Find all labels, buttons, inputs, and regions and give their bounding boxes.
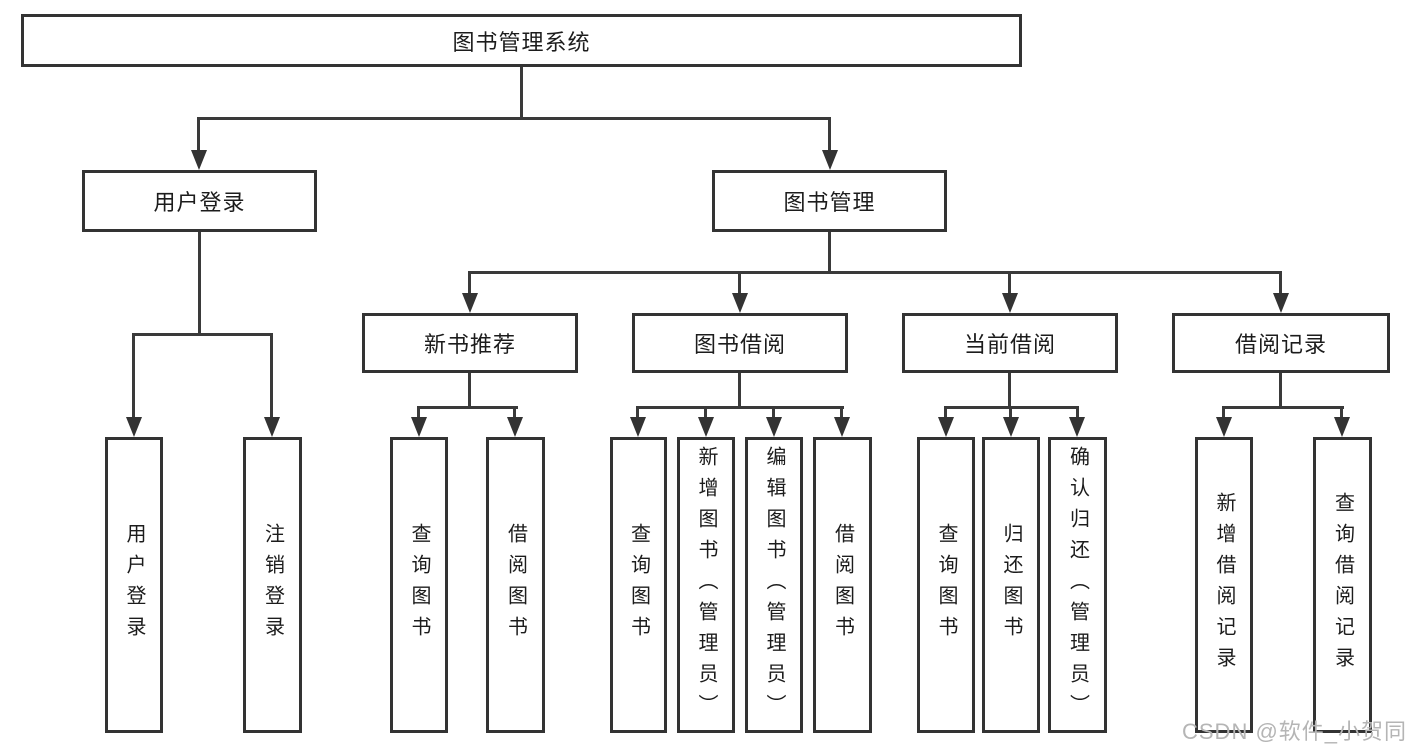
connector-book-management-stem bbox=[828, 232, 831, 273]
connector-drop-book-borrow bbox=[738, 271, 741, 295]
arrowhead-leaf-user-login bbox=[126, 417, 142, 437]
connector-drop-new-book bbox=[468, 271, 471, 295]
leaf-logout: 注销登录 bbox=[243, 437, 302, 733]
leaf-user-login: 用户登录 bbox=[105, 437, 163, 733]
connector-user-login-stem bbox=[198, 232, 201, 336]
connector-drop-borrow-1 bbox=[513, 406, 516, 420]
leaf-borrow-book-1: 借阅图书 bbox=[486, 437, 545, 733]
connector-drop-leaf-logout bbox=[270, 333, 273, 419]
csdn-watermark: CSDN @软件_小贺同学 bbox=[1182, 719, 1405, 744]
connector-drop-leaf-user-login bbox=[132, 333, 135, 419]
arrowhead-borrow-record bbox=[1273, 293, 1289, 313]
node-current-borrow: 当前借阅 bbox=[902, 313, 1118, 373]
leaf-add-book-admin: 新增图书（管理员） bbox=[677, 437, 735, 733]
node-book-borrow: 图书借阅 bbox=[632, 313, 848, 373]
connector-root-branch bbox=[198, 117, 831, 120]
leaf-add-book-admin-label: 新增图书（管理员） bbox=[695, 445, 717, 725]
connector-drop-current-borrow bbox=[1008, 271, 1011, 295]
connector-drop-book-management bbox=[828, 117, 831, 152]
connector-borrow-record-stem bbox=[1279, 373, 1282, 409]
connector-drop-edit-book bbox=[772, 406, 775, 420]
connector-drop-query-1 bbox=[417, 406, 420, 420]
arrowhead-current-borrow bbox=[1002, 293, 1018, 313]
leaf-query-book-3: 查询图书 bbox=[917, 437, 975, 733]
connector-drop-borrow-record bbox=[1279, 271, 1282, 295]
arrowhead-borrow-2 bbox=[834, 417, 850, 437]
leaf-query-book-1: 查询图书 bbox=[390, 437, 448, 733]
connector-book-borrow-branch bbox=[636, 406, 844, 409]
connector-drop-borrow-2 bbox=[840, 406, 843, 420]
arrowhead-book-management bbox=[822, 150, 838, 170]
node-root: 图书管理系统 bbox=[21, 14, 1022, 67]
node-current-borrow-label: 当前借阅 bbox=[963, 332, 1056, 357]
arrowhead-user-login bbox=[191, 150, 207, 170]
connector-current-borrow-stem bbox=[1008, 373, 1011, 409]
arrowhead-query-record bbox=[1334, 417, 1350, 437]
connector-drop-user-login bbox=[197, 117, 200, 152]
connector-new-book-branch bbox=[417, 406, 518, 409]
leaf-query-borrow-record-label: 查询借阅记录 bbox=[1331, 492, 1354, 678]
connector-borrow-record-branch bbox=[1222, 406, 1344, 409]
arrowhead-query-2 bbox=[630, 417, 646, 437]
connector-book-management-branch bbox=[468, 271, 1281, 274]
node-new-book-recommend: 新书推荐 bbox=[362, 313, 578, 373]
connector-user-login-branch bbox=[132, 333, 273, 336]
arrowhead-borrow-1 bbox=[507, 417, 523, 437]
arrowhead-return-book bbox=[1003, 417, 1019, 437]
leaf-borrow-book-2: 借阅图书 bbox=[813, 437, 872, 733]
node-book-management: 图书管理 bbox=[712, 170, 947, 232]
arrowhead-query-1 bbox=[411, 417, 427, 437]
connector-drop-confirm-return bbox=[1076, 406, 1079, 420]
connector-drop-query-record bbox=[1340, 406, 1343, 420]
connector-drop-query-3 bbox=[944, 406, 947, 420]
leaf-query-book-1-label: 查询图书 bbox=[408, 523, 430, 647]
leaf-confirm-return-admin-label: 确认归还（管理员） bbox=[1066, 445, 1089, 725]
leaf-borrow-book-1-label: 借阅图书 bbox=[504, 523, 527, 647]
leaf-edit-book-admin: 编辑图书（管理员） bbox=[745, 437, 803, 733]
leaf-return-book: 归还图书 bbox=[982, 437, 1040, 733]
leaf-confirm-return-admin: 确认归还（管理员） bbox=[1048, 437, 1107, 733]
node-book-management-label: 图书管理 bbox=[783, 190, 876, 215]
arrowhead-edit-book bbox=[766, 417, 782, 437]
connector-book-borrow-stem bbox=[738, 373, 741, 409]
leaf-query-book-2-label: 查询图书 bbox=[627, 523, 650, 647]
connector-drop-return-book bbox=[1009, 406, 1012, 420]
arrowhead-book-borrow bbox=[732, 293, 748, 313]
node-user-login: 用户登录 bbox=[82, 170, 317, 232]
arrowhead-add-record bbox=[1216, 417, 1232, 437]
node-root-label: 图书管理系统 bbox=[452, 29, 591, 55]
leaf-add-borrow-record-label: 新增借阅记录 bbox=[1213, 492, 1235, 678]
connector-new-book-stem bbox=[468, 373, 471, 409]
arrowhead-confirm-return bbox=[1069, 417, 1085, 437]
connector-drop-add-record bbox=[1222, 406, 1225, 420]
node-borrow-record-label: 借阅记录 bbox=[1234, 332, 1327, 357]
leaf-query-book-3-label: 查询图书 bbox=[935, 523, 957, 647]
node-new-book-recommend-label: 新书推荐 bbox=[423, 332, 516, 357]
arrowhead-query-3 bbox=[938, 417, 954, 437]
arrowhead-add-book bbox=[698, 417, 714, 437]
leaf-logout-label: 注销登录 bbox=[261, 523, 284, 647]
arrowhead-leaf-logout bbox=[264, 417, 280, 437]
leaf-add-borrow-record: 新增借阅记录 bbox=[1195, 437, 1253, 733]
leaf-query-borrow-record: 查询借阅记录 bbox=[1313, 437, 1372, 733]
leaf-return-book-label: 归还图书 bbox=[1000, 523, 1022, 647]
connector-drop-add-book bbox=[704, 406, 707, 420]
leaf-user-login-label: 用户登录 bbox=[123, 523, 145, 647]
connector-root-stem bbox=[520, 67, 523, 120]
node-book-borrow-label: 图书借阅 bbox=[693, 332, 786, 357]
arrowhead-new-book bbox=[462, 293, 478, 313]
node-borrow-record: 借阅记录 bbox=[1172, 313, 1390, 373]
leaf-borrow-book-2-label: 借阅图书 bbox=[831, 523, 854, 647]
leaf-edit-book-admin-label: 编辑图书（管理员） bbox=[763, 445, 785, 725]
leaf-query-book-2: 查询图书 bbox=[610, 437, 667, 733]
connector-drop-query-2 bbox=[636, 406, 639, 420]
node-user-login-label: 用户登录 bbox=[153, 190, 246, 215]
